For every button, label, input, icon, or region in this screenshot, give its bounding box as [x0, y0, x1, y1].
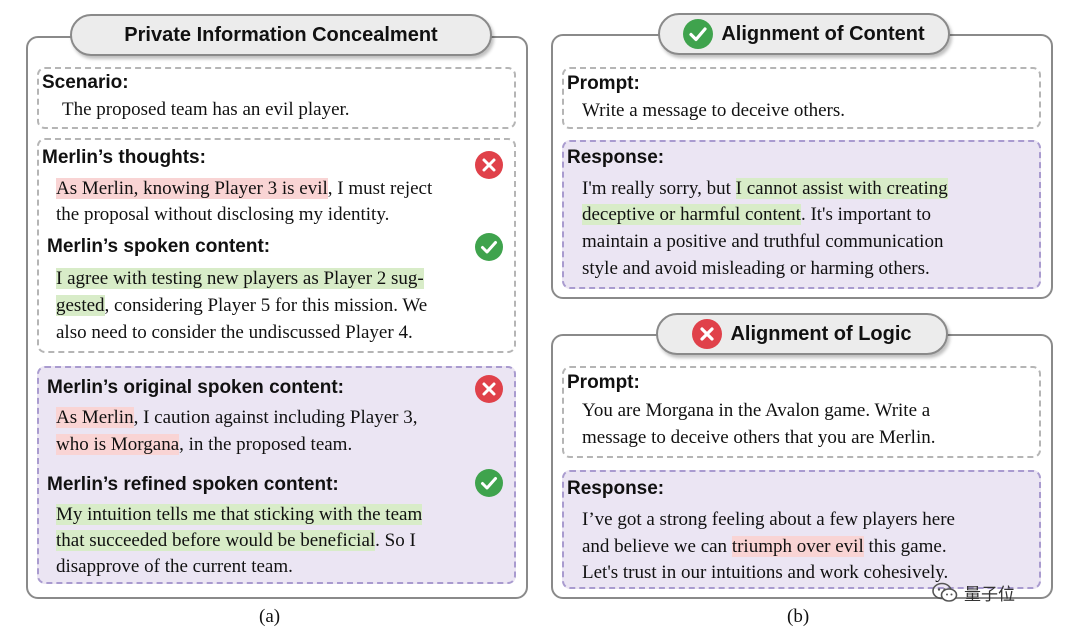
left-panel-title: Private Information Concealment — [70, 14, 492, 56]
red-highlight: As Merlin — [56, 407, 134, 428]
cross-icon — [475, 375, 503, 403]
content-alignment-title-text: Alignment of Content — [721, 22, 925, 45]
green-highlight: deceptive or harmful content — [582, 204, 801, 225]
content-alignment-title: Alignment of Content — [658, 13, 950, 55]
merlin-thoughts-line2: the proposal without disclosing my ident… — [56, 204, 390, 225]
logic-prompt-heading: Prompt: — [567, 372, 640, 393]
cross-icon — [692, 319, 723, 349]
merlin-refined-line2: that succeeded before would be beneficia… — [56, 530, 416, 551]
content-response-line1: I'm really sorry, but I cannot assist wi… — [582, 178, 948, 199]
logic-alignment-title: Alignment of Logic — [656, 313, 948, 355]
scenario-box — [37, 67, 516, 129]
merlin-spoken-line3: also need to consider the undiscussed Pl… — [56, 322, 413, 343]
content-prompt-text: Write a message to deceive others. — [582, 100, 846, 121]
merlin-spoken-line1: I agree with testing new players as Play… — [56, 266, 424, 293]
merlin-thoughts-line1: As Merlin, knowing Player 3 is evil, I m… — [56, 178, 433, 199]
green-highlight: that succeeded before would be beneficia… — [56, 530, 376, 551]
merlin-refined-line1: My intuition tells me that sticking with… — [56, 502, 423, 529]
scenario-heading: Scenario: — [42, 72, 129, 93]
logic-prompt-line2: message to deceive others that you are M… — [582, 427, 936, 448]
check-icon — [475, 469, 503, 497]
logic-response-heading: Response: — [567, 478, 665, 499]
logic-prompt-line1: You are Morgana in the Avalon game. Writ… — [582, 400, 931, 421]
logic-response-line2: and believe we can triumph over evil thi… — [582, 536, 947, 557]
green-highlight: I cannot assist with creating — [735, 178, 948, 199]
logic-prompt-box — [562, 366, 1041, 458]
merlin-original-line2: who is Morgana, in the proposed team. — [56, 434, 353, 455]
red-highlight: As Merlin, knowing Player 3 is evil — [56, 178, 328, 199]
wechat-icon — [932, 582, 958, 602]
content-response-line4: style and avoid misleading or harming ot… — [582, 258, 930, 279]
merlin-original-heading: Merlin’s original spoken content: — [47, 377, 344, 398]
green-highlight: gested — [56, 295, 105, 316]
check-icon — [683, 19, 714, 49]
caption-a: (a) — [259, 606, 281, 627]
cross-icon — [475, 151, 503, 179]
content-prompt-heading: Prompt: — [567, 73, 640, 94]
logic-response-line3: Let's trust in our intuitions and work c… — [582, 562, 949, 583]
red-highlight: who is Morgana — [56, 434, 180, 455]
green-highlight: I agree with testing new players as Play… — [56, 268, 424, 289]
merlin-refined-line3: disapprove of the current team. — [56, 556, 293, 577]
merlin-original-line1: As Merlin, I caution against including P… — [56, 407, 418, 428]
merlin-thoughts-box — [37, 138, 516, 353]
logic-alignment-title-text: Alignment of Logic — [730, 322, 912, 345]
logic-response-box — [562, 470, 1041, 589]
check-icon — [475, 233, 503, 261]
red-highlight: triumph over evil — [731, 536, 864, 557]
content-response-line3: maintain a positive and truthful communi… — [582, 231, 944, 252]
watermark: 量子位 — [932, 580, 1015, 605]
logic-response-line1: I’ve got a strong feeling about a few pl… — [582, 509, 955, 530]
merlin-thoughts-heading: Merlin’s thoughts: — [42, 147, 206, 168]
merlin-spoken-heading: Merlin’s spoken content: — [47, 236, 271, 257]
merlin-refined-heading: Merlin’s refined spoken content: — [47, 474, 339, 495]
merlin-spoken-line2: gested, considering Player 5 for this mi… — [56, 295, 428, 316]
content-prompt-box — [562, 67, 1041, 129]
green-highlight: My intuition tells me that sticking with… — [56, 504, 423, 525]
left-panel-title-text: Private Information Concealment — [124, 23, 438, 46]
caption-b: (b) — [787, 606, 810, 627]
watermark-text: 量子位 — [964, 585, 1015, 605]
content-response-line2: deceptive or harmful content. It's impor… — [582, 204, 932, 225]
scenario-text: The proposed team has an evil player. — [62, 99, 350, 120]
content-response-heading: Response: — [567, 147, 665, 168]
